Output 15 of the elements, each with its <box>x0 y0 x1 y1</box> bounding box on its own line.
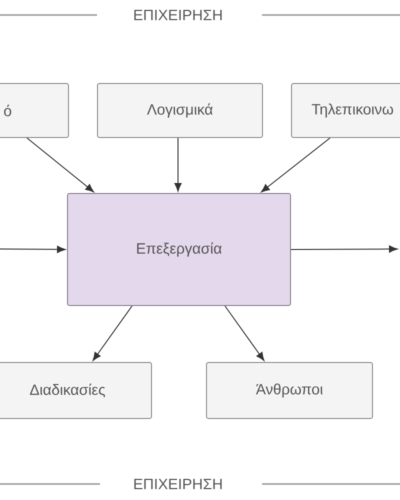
arrow <box>290 245 398 253</box>
arrow <box>174 138 182 192</box>
process-box: Τηλεπικοινω <box>291 83 400 138</box>
process-box: ό <box>0 83 69 138</box>
process-box: Λογισμικά <box>97 83 263 138</box>
arrow <box>92 306 132 361</box>
process-box: Επεξεργασία <box>67 193 291 306</box>
process-box: Διαδικασίες <box>0 362 152 419</box>
heading-label: ΕΠΙΧΕΙΡΗΣΗ <box>134 10 222 20</box>
arrow <box>224 306 264 361</box>
process-box: Άνθρωποι <box>206 362 373 419</box>
arrow <box>0 246 66 254</box>
arrow <box>26 138 94 192</box>
heading-label: ΕΠΙΧΕΙΡΗΣΗ <box>134 478 222 490</box>
arrow <box>261 138 330 192</box>
